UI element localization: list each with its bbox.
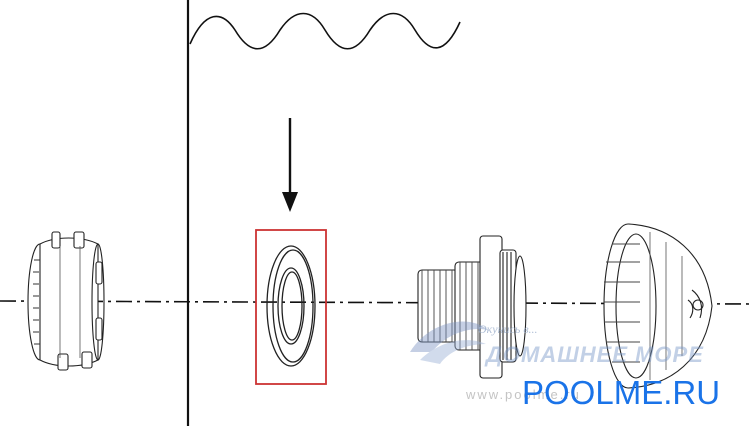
watermark-tagline: Окунись в... <box>478 322 538 336</box>
gasket-highlight-box <box>255 229 327 385</box>
watermark-url: www.poolme.ru <box>466 387 581 402</box>
gasket <box>266 245 316 367</box>
lock-nut <box>27 231 105 371</box>
wave-logo-icon <box>410 321 488 364</box>
down-arrow-icon <box>282 118 298 212</box>
wave-icon <box>189 12 461 50</box>
wall-fitting-body <box>417 235 527 379</box>
watermark-name: ДОМАШНЕЕ МОРЕ <box>486 342 704 367</box>
brand-label: POOLME.RU <box>522 374 721 411</box>
axis-line <box>0 300 750 305</box>
nozzle-cap <box>603 223 713 389</box>
